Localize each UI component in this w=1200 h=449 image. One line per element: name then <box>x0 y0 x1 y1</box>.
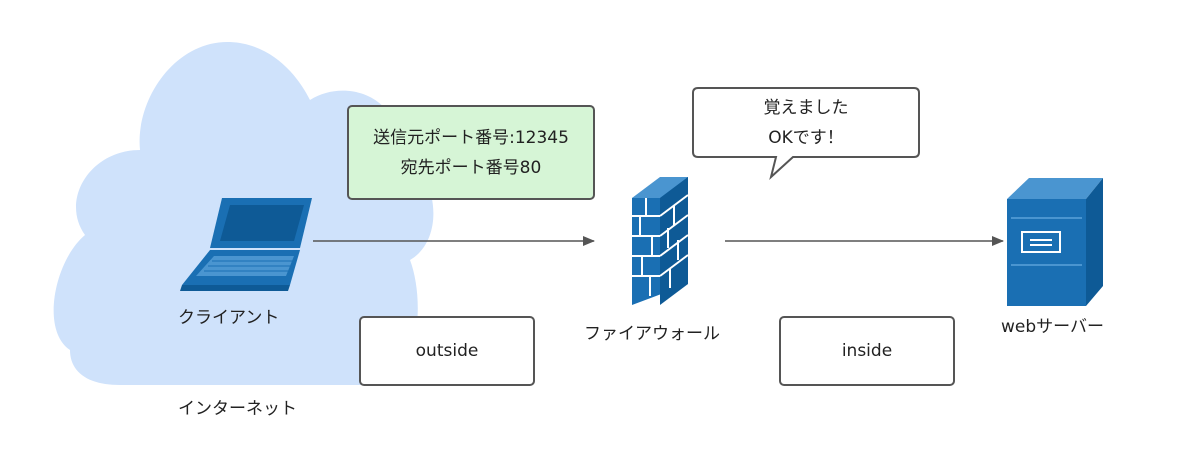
laptop-icon <box>180 198 312 291</box>
speech-line-1: 覚えました <box>763 97 849 118</box>
firewall-icon <box>632 177 689 305</box>
firewall-label: ファイアウォール <box>584 324 720 344</box>
zone-inside-box: inside <box>779 316 955 386</box>
speech-line-2: OKです！ <box>768 127 844 148</box>
speech-bubble-shape <box>692 87 920 180</box>
internet-label: インターネット <box>178 399 297 419</box>
packet-info-note: 送信元ポート番号:12345 宛先ポート番号80 <box>347 105 595 200</box>
client-label: クライアント <box>178 308 280 328</box>
zone-outside-box: outside <box>359 316 535 386</box>
zone-outside-label: outside <box>415 341 479 361</box>
zone-inside-label: inside <box>841 341 893 361</box>
server-label: webサーバー <box>1001 317 1104 337</box>
source-port-text: 送信元ポート番号:12345 <box>373 127 569 148</box>
speech-bubble-text: 覚えました OKです！ <box>695 90 917 155</box>
server-icon <box>1007 178 1103 306</box>
destination-port-text: 宛先ポート番号80 <box>400 157 542 178</box>
